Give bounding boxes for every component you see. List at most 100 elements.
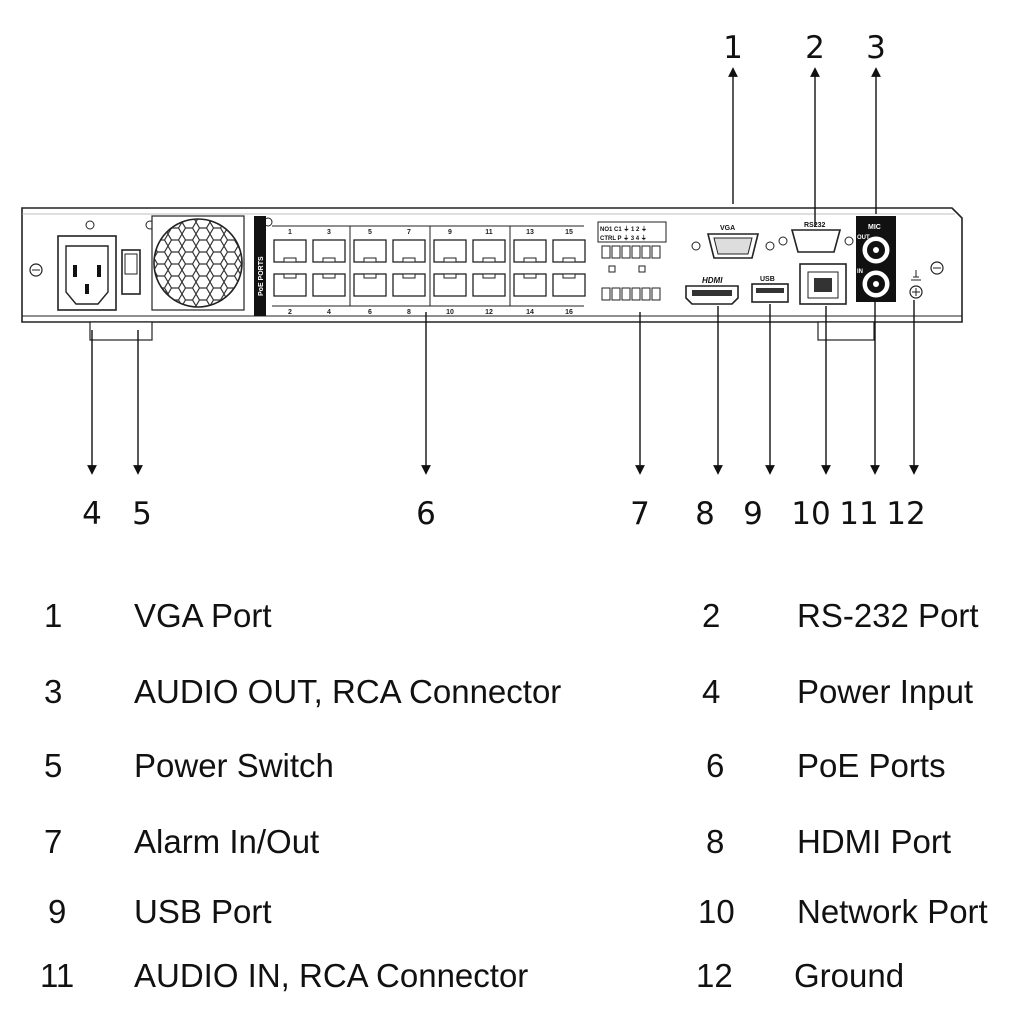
poe-port-bottom [353,273,387,297]
poe-ports-label: PoE PORTS [258,256,265,296]
alarm-pin-bottom [621,287,631,301]
poe-port-bottom [472,273,506,297]
power-input-socket [57,235,117,311]
poe-port-top [312,239,346,263]
legend-text-4: Power Input [797,673,974,710]
hdmi-port: HDMI [685,276,739,305]
usb-port: USB [751,276,789,303]
hdmi-label: HDMI [702,276,723,285]
legend-num-1: 1 [44,597,63,634]
legend-text-7: Alarm In/Out [134,823,320,860]
poe-port-number-top: 11 [485,229,493,236]
poe-port-number-bottom: 16 [565,309,573,316]
legend-num-6: 6 [706,747,725,784]
poe-port-number-bottom: 8 [407,309,411,316]
poe-port-number-top: 13 [526,229,534,236]
poe-port-number-bottom: 12 [485,309,493,316]
callout-4: 4 [82,496,102,532]
callout-5: 5 [132,496,152,532]
alarm-terminals [601,245,661,301]
alarm-pin-top [631,245,641,259]
vga-label: VGA [720,225,735,232]
poe-port-number-top: 3 [327,229,331,236]
alarm-terminal-block: NO1 C1 ⏚ 1 2 ⏚ CTRL P ⏚ 3 4 ⏚ [597,221,667,301]
legend-num-7: 7 [44,823,63,860]
alarm-pin-top [641,245,651,259]
alarm-pin-top [621,245,631,259]
legend-num-11: 11 [40,957,75,994]
poe-port-number-top: 5 [368,229,372,236]
poe-port-bottom [273,273,307,297]
callout-8: 8 [695,496,715,532]
legend-text-11: AUDIO IN, RCA Connector [134,957,529,994]
callout-9: 9 [743,496,763,532]
audio-out-rca [862,236,890,264]
out-label: OUT [857,235,870,241]
poe-port-top [273,239,307,263]
legend-num-5: 5 [44,747,63,784]
component-legend: 1 VGA Port 2 RS-232 Port 3 AUDIO OUT, RC… [0,560,1024,1024]
legend-num-9: 9 [48,893,67,930]
legend-num-4: 4 [702,673,721,710]
alarm-pin-top [611,245,621,259]
legend-num-10: 10 [698,893,735,930]
vga-port: VGA [691,225,775,259]
poe-port-top [392,239,426,263]
legend-num-12: 12 [696,957,733,994]
poe-port-bottom [552,273,586,297]
alarm-pin-bottom [611,287,621,301]
callout-arrows [87,67,919,475]
audio-panel: MIC OUT IN [856,216,896,302]
legend-text-12: Ground [794,957,905,994]
power-switch [121,249,141,295]
legend-text-10: Network Port [797,893,988,930]
poe-port-bottom [513,273,547,297]
alarm-bottom-labels: CTRL P ⏚ 3 4 ⏚ [600,235,647,242]
callout-2: 2 [805,30,825,66]
alarm-indicator [608,265,616,273]
alarm-pin-bottom [601,287,611,301]
alarm-pin-bottom [631,287,641,301]
alarm-top-labels: NO1 C1 ⏚ 1 2 ⏚ [600,226,647,233]
poe-port-number-bottom: 4 [327,309,331,316]
poe-port-top [513,239,547,263]
poe-ports [273,226,586,306]
legend-text-8: HDMI Port [797,823,952,860]
legend-text-1: VGA Port [134,597,272,634]
legend-text-3: AUDIO OUT, RCA Connector [134,673,562,710]
poe-port-top [552,239,586,263]
callout-1: 1 [723,30,743,66]
poe-label-strip: PoE PORTS [254,216,266,316]
poe-port-number-top: 1 [288,229,292,236]
poe-port-bottom [433,273,467,297]
legend-text-9: USB Port [134,893,272,930]
legend-num-8: 8 [706,823,725,860]
alarm-pin-top [601,245,611,259]
callout-numbers: 1 2 3 4 5 6 7 8 9 10 11 12 [82,30,926,532]
legend-num-2: 2 [702,597,721,634]
callout-11: 11 [839,496,878,532]
usb-label: USB [760,276,775,283]
alarm-pin-top [651,245,661,259]
alarm-indicator [638,265,646,273]
poe-port-number-top: 15 [565,229,573,236]
callout-3: 3 [866,30,886,66]
poe-port-top [353,239,387,263]
legend-num-3: 3 [44,673,63,710]
legend-text-2: RS-232 Port [797,597,979,634]
callout-12: 12 [886,496,925,532]
legend-text-5: Power Switch [134,747,334,784]
poe-port-number-bottom: 14 [526,309,534,316]
in-label: IN [857,269,863,275]
mic-label: MIC [868,224,881,231]
legend-text-6: PoE Ports [797,747,946,784]
poe-port-top [472,239,506,263]
callout-10: 10 [791,496,830,532]
alarm-pin-bottom [651,287,661,301]
alarm-pin-bottom [641,287,651,301]
poe-port-number-bottom: 10 [446,309,454,316]
